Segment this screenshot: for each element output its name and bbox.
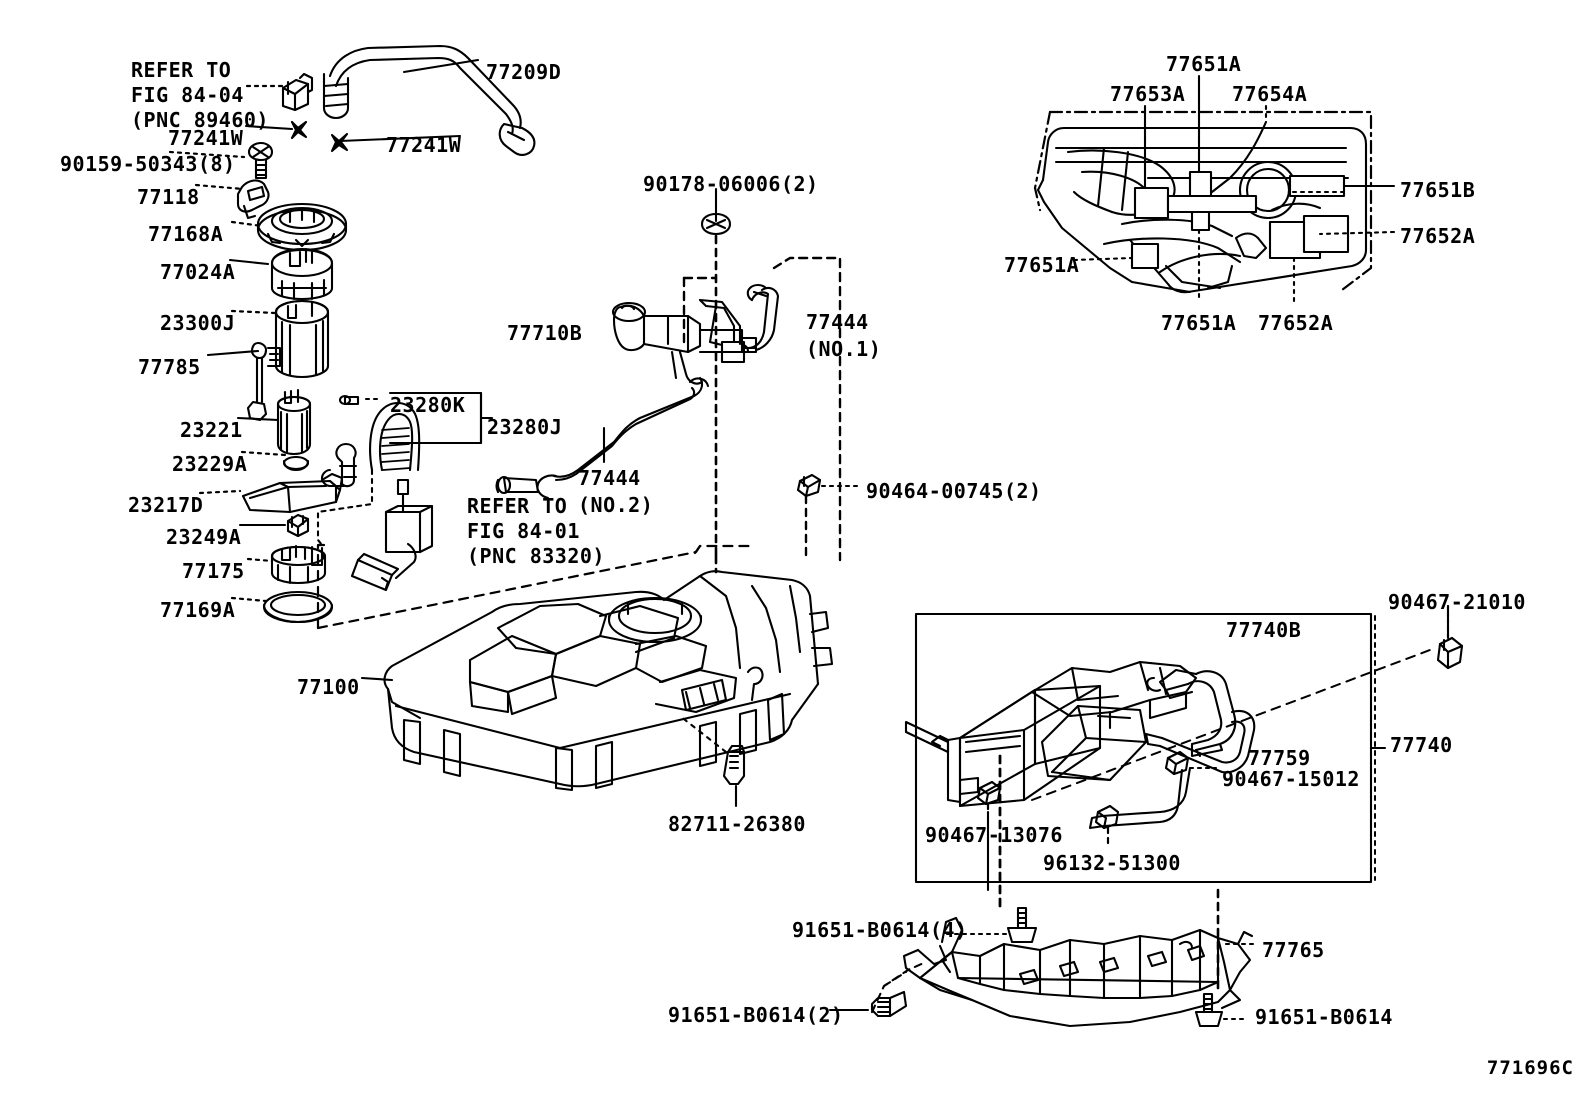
c-90467-13076: 90467-13076 [925,823,1063,847]
c-77118: 77118 [137,185,200,209]
c-77444-no1-a: 77444 [806,310,869,334]
c-77740: 77740 [1390,733,1453,757]
c-77169a: 77169A [160,598,236,622]
c-77100: 77100 [297,675,360,699]
c-23280k: 23280K [390,393,466,417]
c-77654a: 77654A [1232,82,1308,106]
c-90464-00745: 90464-00745(2) [866,479,1042,503]
c-23217d: 23217D [128,493,204,517]
c-77765: 77765 [1262,938,1325,962]
c-77651b: 77651B [1400,178,1476,202]
refer-to-8404-line2: FIG 84-04 [131,83,244,107]
c-77785: 77785 [138,355,201,379]
c-90467-21010: 90467-21010 [1388,590,1526,614]
c-23229a: 23229A [172,452,248,476]
c-23280j: 23280J [487,415,563,439]
c-77651a-top: 77651A [1166,52,1242,76]
c-90467-15012: 90467-15012 [1222,767,1360,791]
c-91651-b0614: 91651-B0614 [1255,1005,1393,1029]
c-77652a-bot: 77652A [1258,311,1334,335]
c-23300j: 23300J [160,311,236,335]
refer-to-8401-line2: FIG 84-01 [467,519,580,543]
c-77241w-right: 77241W [386,133,462,157]
c-77209d: 77209D [486,60,562,84]
c-82711-26380: 82711-26380 [668,812,806,836]
c-91651-b0614-2: 91651-B0614(2) [668,1003,844,1027]
c-96132-51300: 96132-51300 [1043,851,1181,875]
c-77653a: 77653A [1110,82,1186,106]
c-90178-06006: 90178-06006(2) [643,172,819,196]
c-77168a: 77168A [148,222,224,246]
refer-to-8404-line3: (PNC 89460) [131,108,269,132]
c-90159-50343: 90159-50343(8) [60,152,236,176]
c-77024a: 77024A [160,260,236,284]
c-77740b: 77740B [1226,618,1302,642]
c-77759: 77759 [1248,746,1311,770]
c-77444-no2-a: 77444 [578,466,641,490]
c-23221: 23221 [180,418,243,442]
diagram-code: 771696C [1486,1057,1574,1079]
c-77651a-left: 77651A [1004,253,1080,277]
c-77241w-top: 77241W [168,126,244,150]
c-91651-b0614-4: 91651-B0614(4) [792,918,968,942]
c-77710b: 77710B [507,321,583,345]
c-77652a-right: 77652A [1400,224,1476,248]
refer-to-8404-line1: REFER TO [131,58,232,82]
c-77444-no2-b: (NO.2) [578,493,654,517]
c-77175: 77175 [182,559,245,583]
refer-to-8401-line3: (PNC 83320) [467,544,605,568]
c-77444-no1-b: (NO.1) [806,337,882,361]
c-77651a-bot: 77651A [1161,311,1237,335]
c-23249a: 23249A [166,525,242,549]
refer-to-8401-line1: REFER TO [467,494,568,518]
